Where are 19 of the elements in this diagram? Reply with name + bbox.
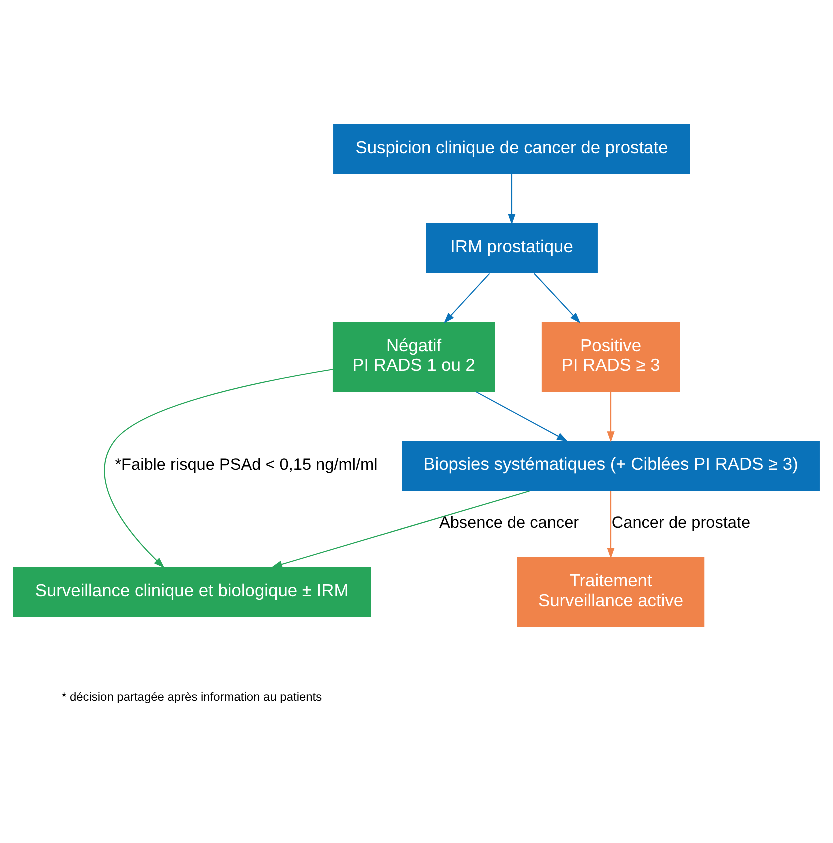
node-box: Suspicion clinique de cancer de prostate <box>334 124 690 174</box>
node-box: Biopsies systématiques (+ Ciblées PI RADS ≥ 3) <box>402 440 820 491</box>
node-box: Traitement Surveillance active <box>517 557 705 627</box>
arrow <box>476 391 568 442</box>
edge-label: Cancer de prostate <box>612 514 751 532</box>
arrow <box>444 272 490 324</box>
label: * décision partagée après information au patients <box>62 689 322 704</box>
edge-label: *Faible risque PSAd < 0,15 ng/ml/ml <box>115 455 378 474</box>
node-box: Négatif PI RADS 1 ou 2 <box>332 322 496 392</box>
edge-label: Absence de cancer <box>439 514 580 532</box>
arrow <box>104 368 334 568</box>
node-box: Surveillance clinique et biologique ± IRM <box>13 566 372 617</box>
node-box: IRM prostatique <box>426 222 598 273</box>
arrow <box>272 490 530 568</box>
arrow <box>607 392 615 442</box>
arrow <box>508 174 516 224</box>
node-box: Positive PI RADS ≥ 3 <box>542 322 680 392</box>
arrow <box>534 272 581 324</box>
arrow <box>607 490 615 558</box>
